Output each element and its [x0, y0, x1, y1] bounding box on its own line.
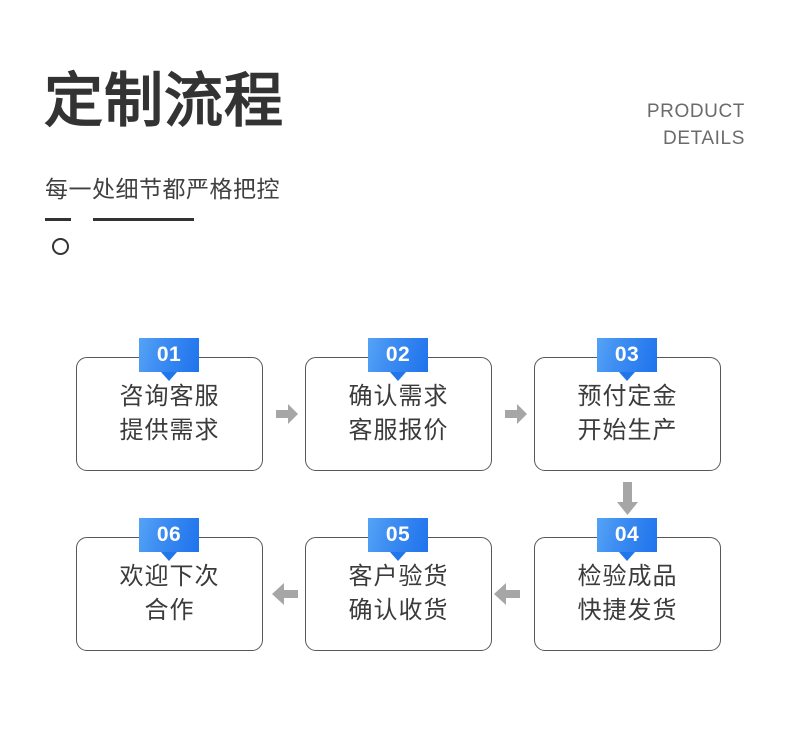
flow-step-02-line2: 客服报价	[348, 417, 449, 444]
flow-step-01-number-badge: 01	[139, 338, 199, 381]
eyebrow-label: PRODUCT DETAILS	[545, 98, 745, 152]
page-header: 定制流程 每一处细节都严格把控 PRODUCT DETAILS	[0, 0, 790, 290]
flow-step-04-line1: 检验成品	[577, 563, 678, 590]
divider-long-line	[93, 218, 194, 221]
flow-step-01-text: 咨询客服 提供需求	[77, 380, 262, 448]
page-subtitle: 每一处细节都严格把控	[45, 176, 280, 202]
eyebrow-line-2: DETAILS	[663, 128, 745, 149]
flow-step-06-text: 欢迎下次 合作	[77, 560, 262, 628]
flow-step-02-number-badge: 02	[368, 338, 428, 381]
arrow-down-icon-step3-step4	[617, 482, 638, 515]
arrow-right-icon-step2-step3	[505, 404, 527, 424]
flow-step-06-number-badge: 06	[139, 518, 199, 561]
arrow-left-icon-step5-step6	[272, 583, 298, 605]
flow-step-04-line2: 快捷发货	[577, 597, 678, 624]
page-title: 定制流程	[44, 68, 285, 134]
flow-step-05-number-badge: 05	[368, 518, 428, 561]
divider-short-dash	[45, 218, 71, 221]
flow-step-04-number-badge: 04	[597, 518, 657, 561]
flow-step-01-line1: 咨询客服	[119, 383, 220, 410]
flow-step-06-line1: 欢迎下次	[119, 563, 220, 590]
flow-step-03-line1: 预付定金	[577, 383, 678, 410]
flow-step-03-number-badge: 03	[597, 338, 657, 381]
flow-step-04-text: 检验成品 快捷发货	[535, 560, 720, 628]
arrow-right-icon-step1-step2	[276, 404, 298, 424]
flow-step-06-line2: 合作	[144, 597, 195, 624]
eyebrow-line-1: PRODUCT	[646, 101, 745, 122]
flow-step-03-text: 预付定金 开始生产	[535, 380, 720, 448]
circle-decoration-icon	[52, 238, 69, 255]
flow-step-05-line2: 确认收货	[348, 597, 449, 624]
flow-step-02-line1: 确认需求	[348, 383, 449, 410]
flow-step-02-text: 确认需求 客服报价	[306, 380, 491, 448]
flow-step-01-line2: 提供需求	[119, 417, 220, 444]
flow-step-03-line2: 开始生产	[577, 417, 678, 444]
flow-step-05-line1: 客户验货	[348, 563, 449, 590]
flow-step-05-text: 客户验货 确认收货	[306, 560, 491, 628]
arrow-left-icon-step4-step5	[494, 583, 520, 605]
